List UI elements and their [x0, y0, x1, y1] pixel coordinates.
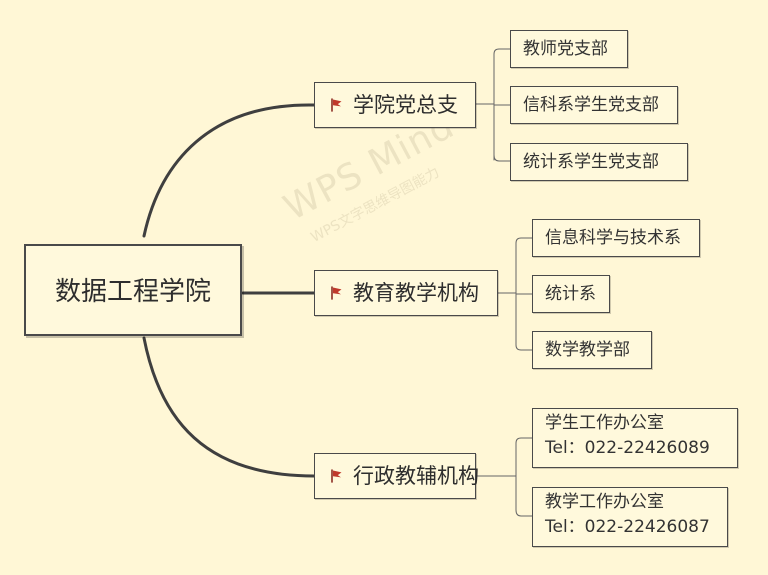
- office-title: 学生工作办公室: [545, 413, 664, 433]
- watermark-sub: WPS文字思维导图能力: [308, 164, 443, 246]
- leaf-node-student-affairs-office[interactable]: 学生工作办公室 Tel：022-22426089: [532, 408, 738, 468]
- leaf-node-teaching-affairs-office[interactable]: 教学工作办公室 Tel：022-22426087: [532, 487, 728, 547]
- leaf-node-label: 信息科学与技术系: [545, 228, 681, 248]
- branch-3-leaf-1-link: [515, 437, 533, 444]
- branch-3-leaf-2-link: [515, 509, 533, 517]
- branch-node-label: 教育教学机构: [353, 281, 479, 305]
- branch-2-leaf-1-link: [515, 237, 533, 244]
- branch-1-leaf-1-link: [493, 48, 511, 55]
- flag-icon: [331, 286, 342, 300]
- leaf-node-statistics-department[interactable]: 统计系: [532, 275, 610, 313]
- leaf-node-teacher-party-branch[interactable]: 教师党支部: [510, 30, 628, 68]
- leaf-node-label: 统计系学生党支部: [523, 152, 659, 172]
- watermark: WPS Mind WPS文字思维导图能力: [246, 41, 550, 278]
- root-node-label: 数据工程学院: [54, 277, 211, 307]
- branch-2-leaf-3-link: [515, 344, 533, 351]
- branch-node-teaching-units[interactable]: 教育教学机构: [314, 270, 498, 316]
- branch-1-leaf-3-link: [493, 154, 511, 162]
- leaf-node-statistics-student-branch[interactable]: 统计系学生党支部: [510, 143, 688, 181]
- branch-node-admin-support[interactable]: 行政教辅机构: [314, 453, 479, 499]
- flag-icon: [331, 469, 342, 483]
- root-to-branch-1-curve: [142, 103, 316, 238]
- branch-node-label: 行政教辅机构: [353, 464, 479, 488]
- office-phone: Tel：022-22426087: [545, 517, 710, 537]
- leaf-node-mathematics-teaching-department[interactable]: 数学教学部: [532, 331, 652, 369]
- office-title: 教学工作办公室: [545, 492, 664, 512]
- branch-node-party-committee[interactable]: 学院党总支: [314, 82, 476, 128]
- leaf-node-info-science-student-branch[interactable]: 信科系学生党支部: [510, 86, 678, 124]
- leaf-node-info-science-department[interactable]: 信息科学与技术系: [532, 219, 700, 257]
- leaf-node-label: 统计系: [545, 284, 596, 304]
- root-to-branch-3-curve: [142, 336, 316, 478]
- leaf-node-label: 教师党支部: [523, 39, 608, 59]
- office-phone: Tel：022-22426089: [545, 438, 710, 458]
- leaf-node-label: 信科系学生党支部: [523, 95, 659, 115]
- leaf-node-label: 数学教学部: [545, 340, 630, 360]
- flag-icon: [331, 98, 342, 112]
- root-node[interactable]: 数据工程学院: [24, 244, 242, 336]
- branch-node-label: 学院党总支: [353, 93, 458, 117]
